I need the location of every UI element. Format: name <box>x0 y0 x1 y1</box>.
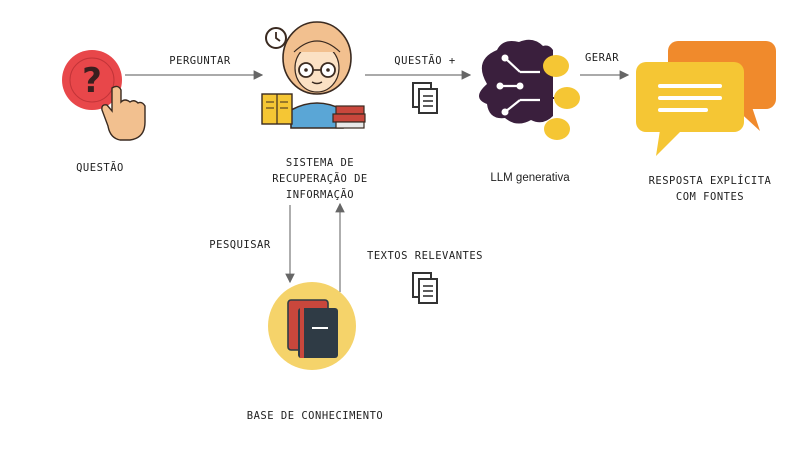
llm-label: LLM generativa <box>490 172 570 184</box>
document-icon <box>412 272 438 304</box>
edge-relevant-texts-label: TEXTOS RELEVANTES <box>367 250 483 262</box>
document-icon <box>412 82 438 114</box>
chat-bubbles-icon <box>636 41 776 156</box>
edge-generate-label: GERAR <box>584 52 620 64</box>
librarian-icon <box>261 21 366 129</box>
answer-line-2: COM FONTES <box>675 191 745 203</box>
edge-ask-label: PERGUNTAR <box>169 55 231 67</box>
question-label: QUESTÃO <box>76 162 124 174</box>
retrieval-system-label: SISTEMA DE RECUPERAÇÃO DE INFORMAÇÃO <box>260 155 380 203</box>
answer-line-1: RESPOSTA EXPLÍCITA <box>648 175 772 187</box>
books-icon <box>268 282 356 370</box>
svg-text:?: ? <box>82 61 102 101</box>
edge-search-label: PESQUISAR <box>209 239 271 251</box>
brain-network-icon <box>479 39 562 129</box>
edge-question-plus-label: QUESTÃO + <box>394 55 456 67</box>
knowledge-base-label: BASE DE CONHECIMENTO <box>246 410 384 422</box>
retrieval-system-line-3: INFORMAÇÃO <box>285 189 355 201</box>
pointing-hand-icon <box>101 85 146 141</box>
question-mark-icon: ? <box>62 50 122 110</box>
coin-icon <box>543 55 580 140</box>
retrieval-system-line-1: SISTEMA DE <box>285 157 355 169</box>
answer-label: RESPOSTA EXPLÍCITA COM FONTES <box>640 173 780 205</box>
retrieval-system-line-2: RECUPERAÇÃO DE <box>272 173 368 185</box>
